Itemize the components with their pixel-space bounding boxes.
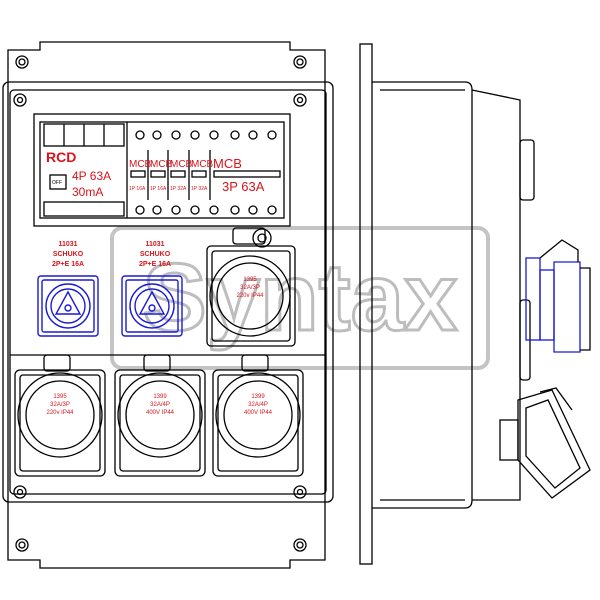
rcd-title: RCD (46, 149, 76, 165)
lower-socket-3: 1399 32A/4P 400V IP44 (212, 354, 304, 477)
mcb-4-label: MCB (191, 159, 214, 170)
side-angled-socket (499, 387, 591, 499)
schuko-socket-2: 11031 SCHUKO 2P+E 16A (121, 241, 183, 337)
schuko-1-type: SCHUKO (53, 251, 84, 258)
lower-socket-1: 1395 32A/3P 220v IP44 (14, 354, 106, 477)
lower-socket-1-rating: 32A/3P (50, 402, 70, 408)
schuko-socket-1: 11031 SCHUKO 2P+E 16A (37, 241, 99, 337)
breaker-labels: RCD OFF 4P 63A 30mA MCB MCB MCB MCB 1P 1… (46, 149, 265, 199)
mcb-toggle-slots (130, 170, 281, 178)
mcb-1-label: MCB (129, 159, 152, 170)
schuko-2-code: 11031 (145, 241, 164, 248)
breaker-top-terminals (43, 123, 277, 147)
lower-socket-2-spec: 400V IP44 (146, 410, 175, 416)
mcb-1-rating: 1P 16A (129, 186, 146, 192)
upper-socket-rating: 32A/3P (240, 285, 260, 291)
rcd-rating: 4P 63A (72, 169, 111, 183)
mcb-2-label: MCB (150, 159, 173, 170)
lower-socket-1-code: 1395 (53, 394, 67, 400)
mcb-3-rating: 1P 32A (170, 186, 187, 192)
enclosure-outer (2, 81, 334, 503)
mcb-main-rating: 3P 63A (222, 179, 265, 194)
lower-socket-3-spec: 400V IP44 (244, 410, 273, 416)
lower-socket-2-code: 1399 (153, 394, 167, 400)
side-view (359, 43, 591, 565)
rcd-current: 30mA (72, 185, 103, 199)
upper-industrial-socket: 1395 32A/3P 220v IP44 (206, 227, 296, 347)
mounting-flange (7, 41, 326, 569)
corner-screws (13, 55, 307, 552)
side-blue-socket (525, 257, 581, 353)
side-socket-cap (539, 239, 591, 351)
side-wall-plate (359, 43, 373, 565)
gland-knob (252, 228, 272, 248)
schuko-1-code: 11031 (58, 241, 77, 248)
side-hinge-top (519, 139, 535, 201)
lower-socket-3-code: 1399 (251, 394, 265, 400)
lower-socket-1-spec: 220v IP44 (46, 410, 74, 416)
side-body-front (471, 89, 521, 501)
lower-socket-3-rating: 32A/4P (248, 402, 268, 408)
lower-socket-2-rating: 32A/4P (150, 402, 170, 408)
breaker-bottom-terminals (43, 201, 277, 217)
mcb-4-rating: 1P 32A (191, 186, 208, 192)
schuko-2-rating: 2P+E 16A (139, 261, 171, 268)
rcd-switch-label: OFF (52, 180, 62, 186)
lower-socket-2: 1399 32A/4P 400V IP44 (114, 354, 206, 477)
upper-socket-code: 1395 (243, 277, 257, 283)
breaker-din-area (39, 121, 285, 219)
side-body-back (372, 81, 473, 509)
watermark-text: Syntax (143, 244, 458, 351)
mcb-3-label: MCB (170, 159, 193, 170)
breaker-window (33, 113, 291, 227)
rcd-toggle (49, 174, 67, 190)
front-view (2, 41, 334, 569)
breaker-separators (126, 122, 211, 218)
mcb-main-label: MCB (213, 156, 242, 171)
upper-socket-spec: 220v IP44 (236, 293, 264, 299)
watermark: Syntax (110, 226, 490, 370)
enclosure-inner (9, 89, 327, 495)
mcb-2-rating: 1P 16A (150, 186, 167, 192)
schuko-1-rating: 2P+E 16A (52, 261, 84, 268)
schuko-2-type: SCHUKO (140, 251, 171, 258)
